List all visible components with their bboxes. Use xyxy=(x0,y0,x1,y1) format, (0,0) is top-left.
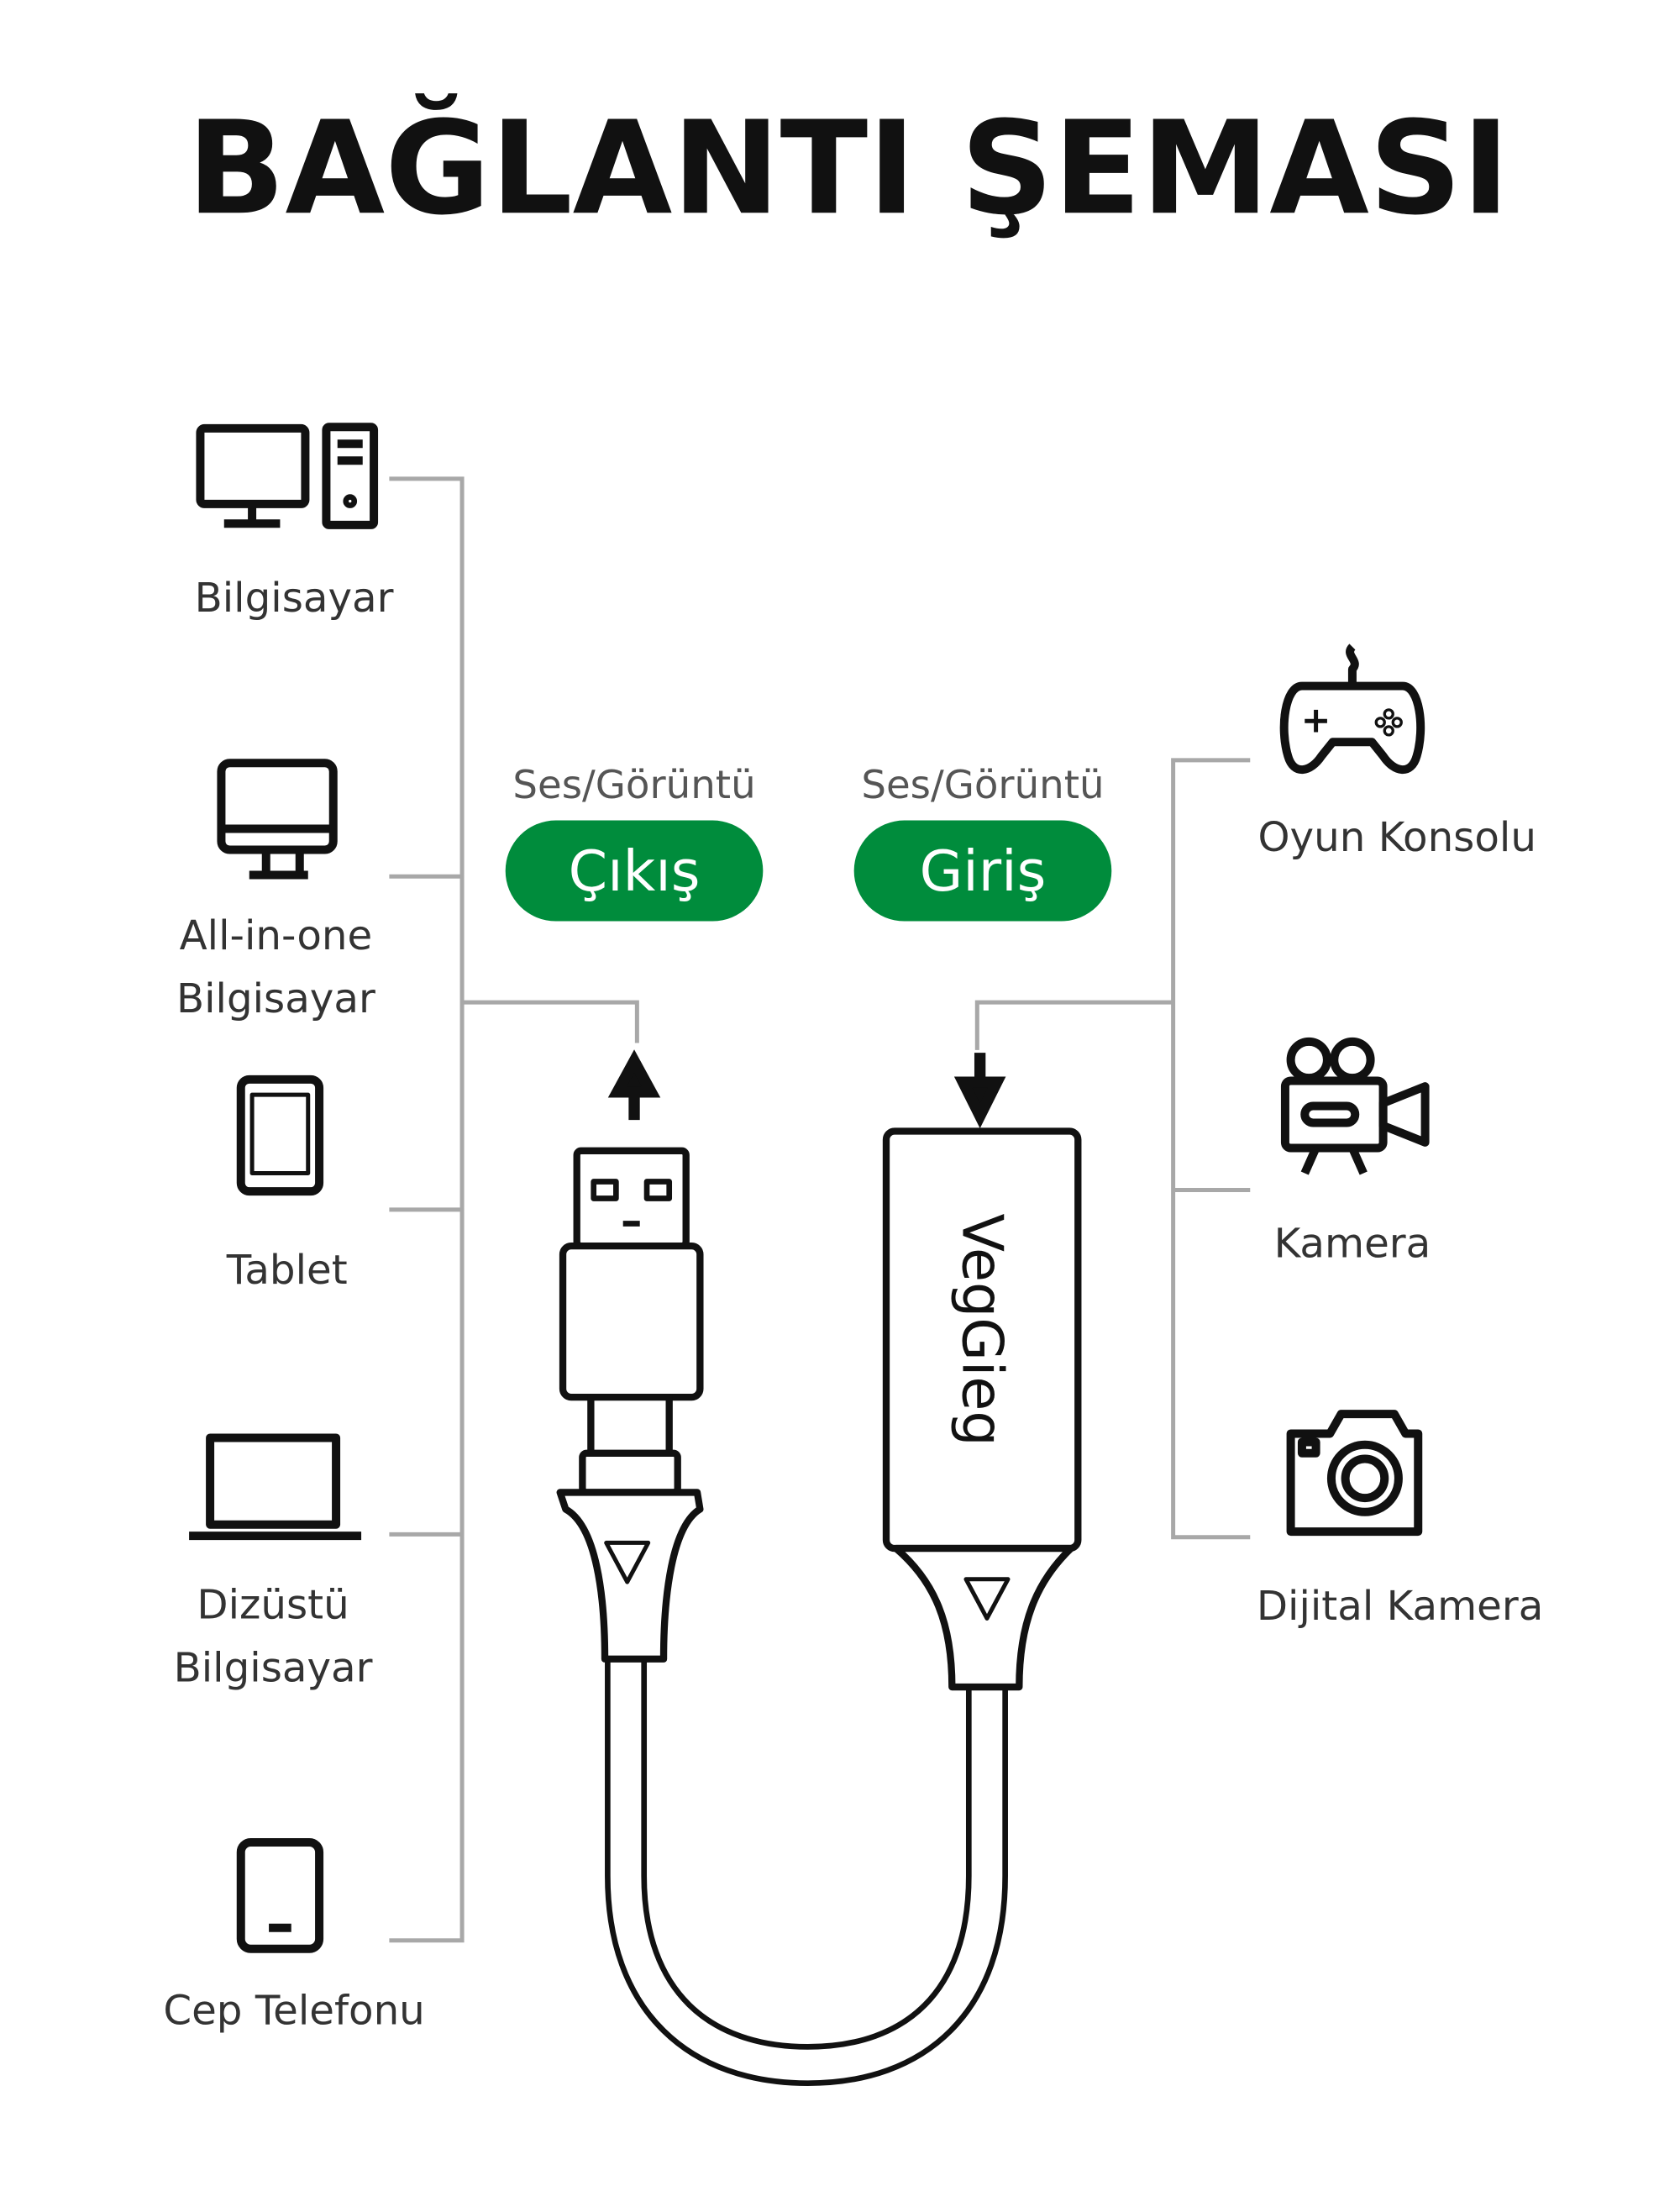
target-connector-lines xyxy=(974,758,1251,1540)
arrow-down-icon xyxy=(953,1053,1006,1129)
input-badge-label: Giriş xyxy=(920,838,1047,904)
source-connector-lines xyxy=(389,476,639,1943)
target-label: Kamera xyxy=(1274,1220,1431,1267)
tablet-icon xyxy=(236,1074,324,1196)
desktop-computer-icon xyxy=(196,423,379,529)
source-label: Tablet xyxy=(226,1247,348,1294)
output-caption: Ses/Görüntü xyxy=(512,763,755,808)
laptop-icon xyxy=(189,1433,362,1541)
source-label: Bilgisayar xyxy=(176,975,375,1022)
input-caption: Ses/Görüntü xyxy=(861,763,1104,808)
source-label: Dizüstü xyxy=(197,1581,349,1628)
mobile-phone-icon xyxy=(236,1838,324,1953)
source-label: Bilgisayar xyxy=(174,1644,373,1691)
brand-logo: VegGieg xyxy=(950,1214,1016,1447)
photo-camera-icon xyxy=(1286,1410,1423,1537)
all-in-one-computer-icon xyxy=(217,759,338,880)
source-labels: Bilgisayar All-in-one Bilgisayar Tablet … xyxy=(163,575,424,2034)
target-label: Oyun Konsolu xyxy=(1258,814,1536,861)
source-label: Cep Telefonu xyxy=(163,1988,424,2035)
video-camera-icon xyxy=(1280,1037,1430,1175)
arrow-up-icon xyxy=(607,1049,661,1121)
input-badge: Giriş xyxy=(853,820,1112,922)
page-title: BAĞLANTI ŞEMASI xyxy=(187,92,1510,244)
cable xyxy=(605,1652,1008,2087)
game-controller-icon xyxy=(1279,644,1425,775)
source-label: All-in-one xyxy=(180,912,373,959)
output-badge-label: Çıkış xyxy=(569,838,701,904)
usb-connector xyxy=(556,1147,704,1663)
source-label: Bilgisayar xyxy=(195,575,394,622)
hdmi-connector xyxy=(882,1127,1082,1691)
output-badge: Çıkış xyxy=(505,820,764,922)
target-labels: Oyun Konsolu Kamera Dijital Kamera xyxy=(1257,814,1544,1630)
target-label: Dijital Kamera xyxy=(1257,1583,1544,1630)
